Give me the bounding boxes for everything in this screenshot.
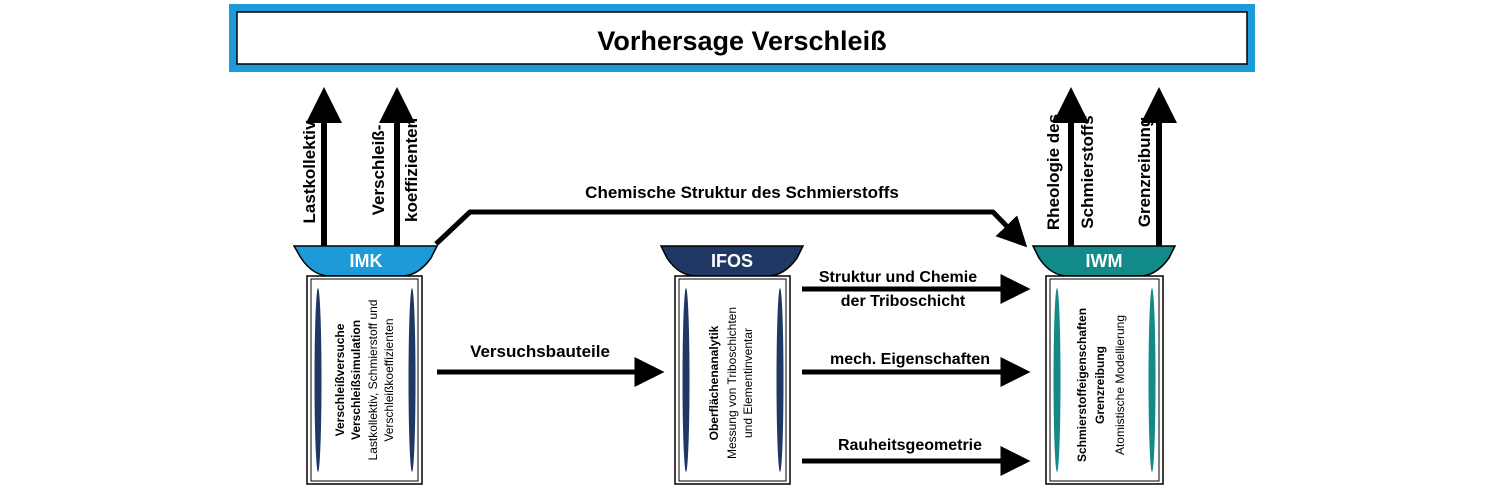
label-rheologie-2: Schmierstoffs (1078, 115, 1097, 228)
label-verschleiss-1: Verschleiß- (369, 125, 388, 216)
label-rheologie-1: Rheologie des (1044, 114, 1063, 230)
label-verschleiss-2: koeffizienten (402, 118, 421, 222)
pillar-ifos-name: IFOS (711, 251, 753, 271)
pillar-iwm-name: IWM (1086, 251, 1123, 271)
flute-iwm-left (1053, 288, 1061, 472)
shaft-ifos (674, 275, 791, 485)
pillar-iwm: IWM Schmierstoffeigenschaften Grenzreibu… (1031, 245, 1177, 485)
imk-line3: Lastkollektiv, Schmierstoff und (366, 300, 380, 461)
label-chemische-struktur: Chemische Struktur des Schmierstoffs (585, 183, 899, 202)
flute-ifos-right (776, 288, 784, 472)
shaft-iwm-inner (1049, 278, 1160, 482)
iwm-line3: Atomistische Modellierung (1113, 315, 1127, 455)
shaft-iwm (1045, 275, 1164, 485)
flute-ifos-left (682, 288, 690, 472)
label-grenzreibung: Grenzreibung (1135, 117, 1154, 228)
arrow-chemische-struktur (434, 209, 1028, 248)
shaft-imk-inner (310, 278, 419, 482)
imk-line1: Verschleißversuche (333, 323, 347, 436)
label-versuchsbauteile: Versuchsbauteile (470, 342, 610, 361)
banner: Vorhersage Verschleiß (229, 4, 1255, 72)
label-struktur-2: der Triboschicht (841, 293, 966, 310)
imk-line2: Verschleißsimulation (349, 320, 363, 440)
label-rauheit: Rauheitsgeometrie (838, 437, 982, 454)
label-struktur-1: Struktur und Chemie (819, 269, 977, 286)
iwm-line2: Grenzreibung (1093, 346, 1107, 424)
ifos-line3: und Elementinventar (741, 328, 755, 438)
pillar-ifos: IFOS Oberflächenanalytik Messung von Tri… (659, 245, 805, 485)
label-mech: mech. Eigenschaften (830, 351, 990, 368)
shaft-imk (306, 275, 423, 485)
banner-inner (236, 11, 1248, 65)
label-lastkollektiv: Lastkollektiv (300, 120, 319, 224)
ifos-line2: Messung von Triboschichten (725, 307, 739, 459)
iwm-line1: Schmierstoffeigenschaften (1075, 308, 1089, 462)
imk-line4: Verschleißkoeffizienten (382, 318, 396, 441)
flute-imk-right (408, 288, 416, 472)
banner-title: Vorhersage Verschleiß (597, 26, 886, 56)
shaft-ifos-inner (678, 278, 787, 482)
pillar-imk-name: IMK (350, 251, 383, 271)
pillar-imk: IMK Verschleißversuche Verschleißsimulat… (292, 245, 439, 485)
flute-iwm-right (1148, 288, 1156, 472)
flute-imk-left (314, 288, 322, 472)
ifos-line1: Oberflächenanalytik (707, 325, 721, 440)
